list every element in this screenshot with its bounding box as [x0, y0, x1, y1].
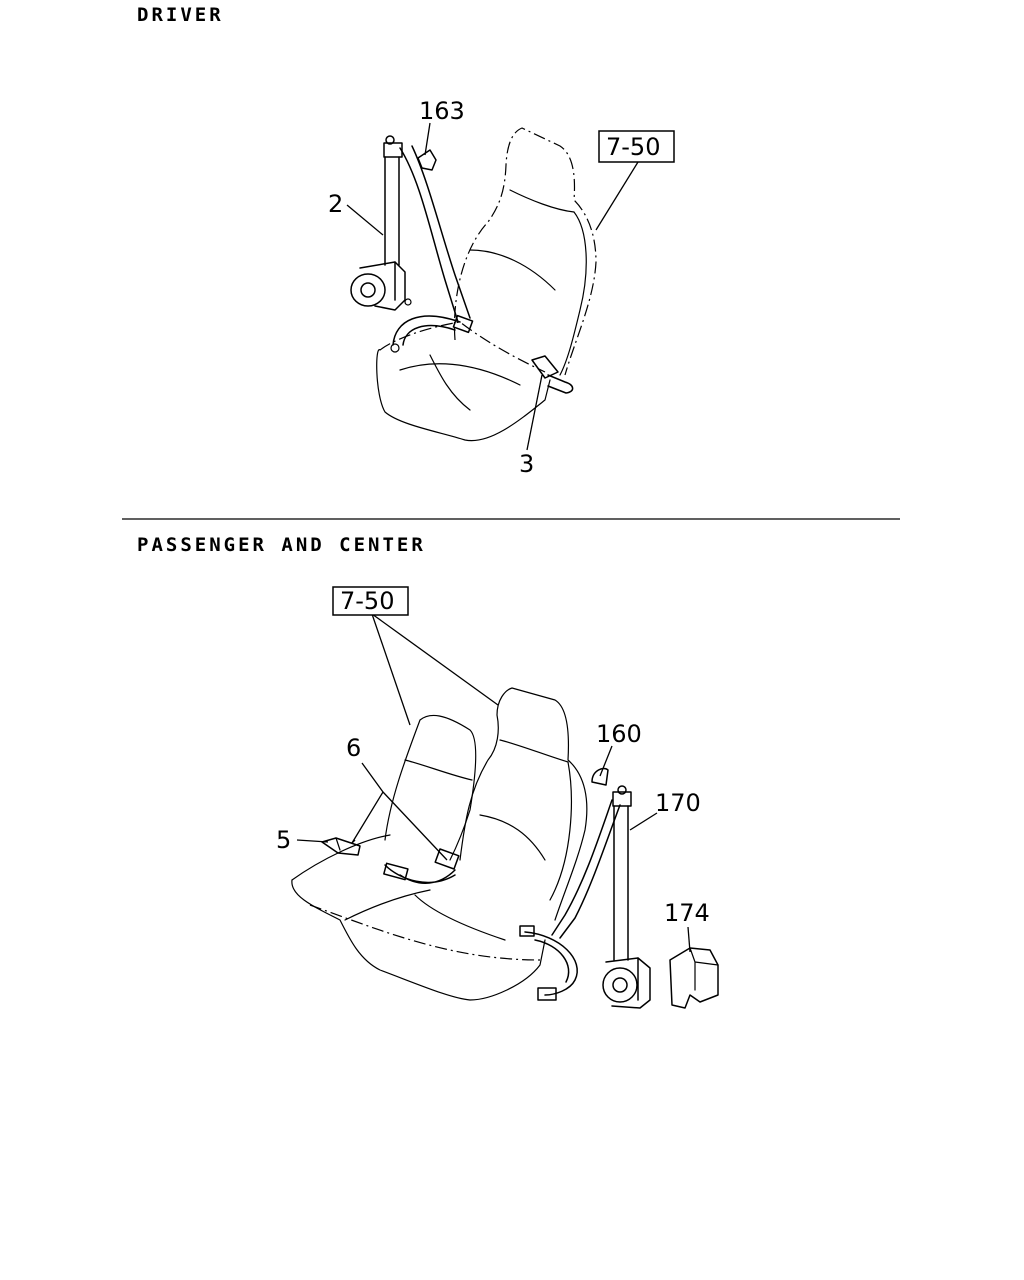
leader-170	[629, 812, 658, 831]
driver-retractor-bolt	[404, 298, 412, 306]
driver-vertical-webbing	[384, 156, 400, 266]
callout-box-7-50-driver	[598, 130, 675, 163]
driver-lap-belt	[392, 315, 461, 346]
driver-cushion-top	[379, 321, 546, 373]
center-lap-belt	[384, 864, 456, 884]
bench-cushion-front	[291, 879, 546, 1001]
callout-5: 5	[276, 826, 291, 854]
driver-cushion-crease-2	[429, 354, 471, 411]
passenger-lap-anchor	[519, 925, 535, 937]
driver-upper-anchor-bolt	[385, 135, 395, 145]
leader-160	[599, 745, 613, 777]
part-174-cover-detail	[689, 947, 719, 991]
passenger-lap-loop	[524, 931, 578, 996]
leader-174	[687, 926, 691, 953]
passenger-shoulder-webbing	[551, 799, 621, 939]
leader-2	[346, 204, 384, 236]
passenger-headrest-seam	[499, 739, 569, 763]
driver-seat-cushion	[376, 349, 551, 442]
part-5-buckle-edge	[335, 837, 341, 851]
center-back-seam	[404, 759, 473, 781]
passenger-upper-anchor-bolt	[617, 785, 627, 795]
callout-3: 3	[519, 450, 534, 478]
bench-cushion-top	[291, 834, 391, 881]
callout-160: 160	[596, 720, 642, 748]
passenger-retractor-reel	[602, 967, 638, 1003]
driver-retractor-hub	[360, 282, 376, 298]
passenger-leader-lines	[296, 613, 691, 953]
driver-retractor-reel	[350, 273, 386, 307]
passenger-back-side	[549, 761, 572, 901]
callout-6: 6	[346, 734, 361, 762]
driver-lap-anchor	[390, 343, 400, 353]
leader-3	[526, 374, 543, 451]
leader-163	[424, 122, 431, 156]
callout-174: 174	[664, 899, 710, 927]
leader-6-bracket-end	[351, 839, 356, 844]
center-belt-buckle	[434, 848, 460, 870]
passenger-back-crease	[479, 814, 546, 861]
passenger-floor-anchor	[537, 987, 557, 1001]
driver-part-163-cover	[417, 149, 437, 171]
part-5-buckle	[321, 837, 361, 856]
passenger-retractor-hub	[612, 977, 628, 993]
leader-7-50-center	[371, 613, 411, 726]
callout-7-50-driver: 7-50	[606, 133, 660, 161]
section-title-driver: DRIVER	[137, 4, 224, 26]
passenger-bench-illustration	[291, 687, 588, 1001]
driver-belt-assembly	[350, 135, 574, 394]
driver-belt-guide	[452, 314, 474, 334]
driver-cushion-crease	[399, 363, 521, 386]
leader-6-bracket	[351, 762, 448, 861]
callout-2: 2	[328, 190, 343, 218]
driver-upper-anchor	[383, 142, 403, 158]
driver-seat-back-outline	[453, 127, 597, 376]
passenger-vertical-webbing	[613, 805, 629, 961]
driver-shoulder-webbing	[399, 145, 471, 323]
driver-buckle-stalk	[547, 374, 574, 394]
driver-headrest-seam	[509, 189, 575, 213]
bench-cushion-crease	[344, 889, 506, 941]
driver-back-crease	[469, 249, 556, 291]
driver-back-side	[559, 211, 587, 376]
passenger-belt-assembly	[321, 767, 719, 1009]
part-174-cover	[669, 947, 719, 1009]
driver-seat-illustration	[376, 127, 597, 442]
leader-5	[296, 839, 329, 843]
driver-buckle	[531, 355, 559, 379]
leader-7-50-passenger	[371, 613, 499, 706]
passenger-retractor-housing	[605, 957, 651, 1009]
driver-leader-lines	[346, 122, 639, 451]
center-seat-back	[384, 714, 477, 861]
callout-170: 170	[655, 789, 701, 817]
center-belt-plate	[383, 862, 409, 881]
callout-7-50-passenger: 7-50	[340, 587, 394, 615]
bench-cushion-rear	[309, 904, 541, 961]
section-title-passenger-center: PASSENGER AND CENTER	[137, 534, 426, 556]
passenger-seat-back	[459, 687, 588, 921]
driver-retractor-housing	[359, 261, 406, 311]
callout-box-7-50-passenger	[332, 586, 409, 616]
passenger-upper-anchor	[612, 791, 632, 807]
part-160-cap	[591, 767, 609, 786]
leader-7-50-driver	[595, 161, 639, 231]
callout-163: 163	[419, 97, 465, 125]
